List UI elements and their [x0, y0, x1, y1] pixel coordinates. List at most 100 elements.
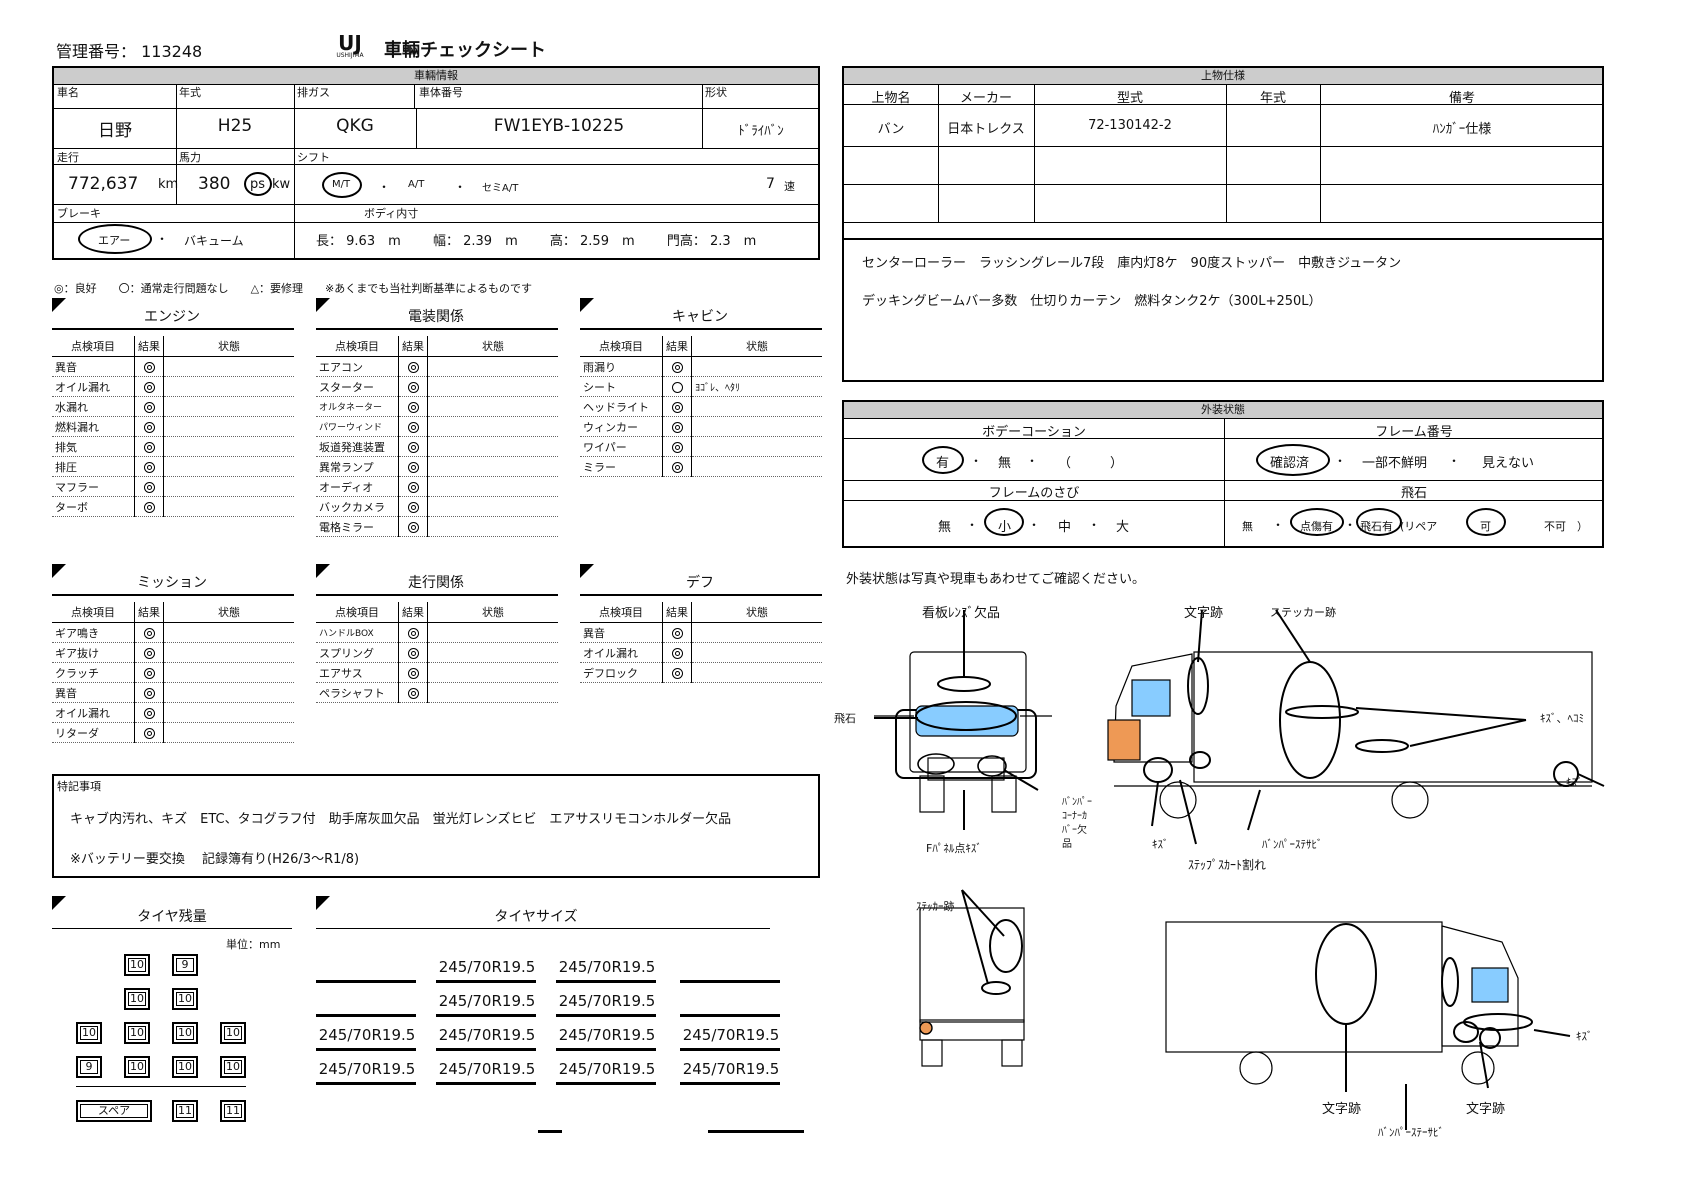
- result-excellent-icon: [143, 441, 155, 453]
- tire-remain-marker-icon: [52, 896, 66, 910]
- annot-chip: 飛石: [834, 712, 856, 725]
- annot-dent: ｷｽﾞ、ﾍｺﾐ: [1540, 712, 1584, 725]
- result-excellent-icon: [671, 461, 683, 473]
- diff-marker-icon: [580, 564, 594, 578]
- tire-r3-1: 10: [76, 1022, 102, 1044]
- tire-size-cell: 245/70R19.5: [318, 1026, 416, 1044]
- cabin-title: キャビン: [672, 309, 728, 325]
- upper-line-2: デッキングビームバー多数 仕切りカーテン 燃料タンク2ケ（300L+250L）: [862, 294, 1322, 309]
- table-header: 点検項目結果状態: [316, 602, 558, 623]
- tire-size-cell: 245/70R19.5: [438, 1060, 536, 1078]
- tire-r2-1: 10: [124, 988, 150, 1010]
- table-row: ヘッドライト: [580, 396, 822, 417]
- upper-note: ﾊﾝｶﾞｰ仕様: [1432, 122, 1492, 137]
- tire-size-title: タイヤサイズ: [494, 909, 578, 925]
- running-marker-icon: [316, 564, 330, 578]
- table-row: クラッチ: [52, 662, 294, 683]
- mission-title: ミッション: [137, 575, 207, 591]
- result-excellent-icon: [143, 421, 155, 433]
- annot-fpanel: Fﾊﾟﾈﾙ点ｷｽﾞ: [926, 842, 982, 855]
- tire-unit: 単位：mm: [226, 938, 281, 951]
- result-excellent-icon: [143, 461, 155, 473]
- mgmt-number: 管理番号： 113248: [56, 42, 203, 61]
- engine-marker-icon: [52, 298, 66, 312]
- cabin-marker-icon: [580, 298, 594, 312]
- tire-size-cell: 245/70R19.5: [558, 1060, 656, 1078]
- annot-sticker-2: ｽﾃｯｶｰ跡: [916, 900, 955, 913]
- chip-repair-ok-circle: [1466, 508, 1506, 536]
- result-excellent-icon: [407, 441, 419, 453]
- tire-size-cell: 245/70R19.5: [558, 958, 656, 976]
- result-excellent-icon: [143, 501, 155, 513]
- table-row: ギア抜け: [52, 642, 294, 663]
- result-excellent-icon: [143, 401, 155, 413]
- table-row: オイル漏れ: [52, 376, 294, 397]
- result-excellent-icon: [407, 501, 419, 513]
- result-excellent-icon: [143, 727, 155, 739]
- table-row: 燃料漏れ: [52, 416, 294, 437]
- table-row: ペラシャフト: [316, 682, 558, 703]
- table-row: ウィンカー: [580, 416, 822, 437]
- upper-model: 72-130142-2: [1088, 118, 1172, 133]
- table-header: 点検項目結果状態: [52, 336, 294, 357]
- ps-selected-circle: [244, 172, 272, 196]
- tire-r4-4: 10: [220, 1056, 246, 1078]
- vehicle-info-header: 車輛情報: [54, 68, 818, 85]
- company-logo: UJ USHIJIMA: [336, 31, 364, 59]
- tire-size-cell: 245/70R19.5: [438, 1026, 536, 1044]
- upper-maker: 日本トレクス: [947, 122, 1025, 137]
- result-excellent-icon: [407, 481, 419, 493]
- result-excellent-icon: [671, 361, 683, 373]
- result-excellent-icon: [143, 381, 155, 393]
- hp-value: 380: [198, 174, 231, 194]
- spare-2: 11: [220, 1100, 246, 1122]
- front-panel-circle: [917, 753, 955, 775]
- table-row: エアコン: [316, 356, 558, 377]
- result-excellent-icon: [671, 441, 683, 453]
- table-header: 点検項目結果状態: [316, 336, 558, 357]
- upper-spec: 上物仕様 上物名 メーカー 型式 年式 備考 バン 日本トレクス 72-1301…: [842, 66, 1604, 382]
- diff-title: デフ: [686, 575, 714, 591]
- maker-value: 日野: [98, 121, 132, 141]
- upper-line-1: センターローラー ラッシングレール7段 庫内灯8ケ 90度ストッパー 中敷きジュ…: [862, 256, 1402, 271]
- mileage-value: 772,637: [68, 174, 139, 194]
- electric-table: 点検項目結果状態エアコンスターターオルタネーターパワーウィンド坂道発進装置異常ラ…: [316, 336, 558, 537]
- coating-yes-circle: [922, 446, 964, 474]
- result-excellent-icon: [407, 461, 419, 473]
- spare-1: 11: [172, 1100, 198, 1122]
- annot-scratch-2: ｷｽﾞ: [1152, 838, 1169, 851]
- annot-step: ｽﾃｯﾌﾟｽｶｰﾄ割れ: [1188, 858, 1267, 872]
- truck-diagrams: [874, 609, 1605, 1130]
- table-row: ミラー: [580, 456, 822, 477]
- chip-point-circle: [1290, 508, 1344, 536]
- diff-table: 点検項目結果状態異音オイル漏れデフロック: [580, 602, 822, 683]
- emission-value: QKG: [336, 116, 374, 136]
- mission-marker-icon: [52, 564, 66, 578]
- result-excellent-icon: [407, 521, 419, 533]
- result-excellent-icon: [143, 687, 155, 699]
- annot-scratch: ｷｽﾞ: [1566, 776, 1583, 789]
- tire-r3-3: 10: [172, 1022, 198, 1044]
- table-row: 坂道発進装置: [316, 436, 558, 457]
- result-excellent-icon: [143, 627, 155, 639]
- table-row: ギア鳴き: [52, 622, 294, 643]
- annot-signboard: 看板ﾚﾝｽﾞ欠品: [922, 606, 1001, 621]
- tire-r1-1: 10: [124, 954, 150, 976]
- electric-marker-icon: [316, 298, 330, 312]
- result-excellent-icon: [671, 421, 683, 433]
- table-row: パワーウィンド: [316, 416, 558, 437]
- remarks-box: 特記事項 キャブ内汚れ、キズ ETC、タコグラフ付 助手席灰皿欠品 蛍光灯レンズ…: [52, 774, 820, 878]
- table-row: オーディオ: [316, 476, 558, 497]
- body-dimensions: 長： 9.63 m 幅： 2.39 m 高： 2.59 m 門高： 2.3 m: [316, 234, 757, 249]
- table-row: ターボ: [52, 496, 294, 517]
- legend: ◎：良好 〇：通常走行問題なし △：要修理 ※あくまでも当社判断基準によるもので…: [54, 282, 532, 295]
- tire-size-cell: 245/70R19.5: [438, 992, 536, 1010]
- tire-size-cell: 245/70R19.5: [682, 1026, 780, 1044]
- mt-selected-circle: [322, 172, 362, 198]
- result-excellent-icon: [671, 647, 683, 659]
- rust-small-circle: [984, 508, 1024, 536]
- table-row: オイル漏れ: [52, 702, 294, 723]
- remarks-line-1: キャブ内汚れ、キズ ETC、タコグラフ付 助手席灰皿欠品 蛍光灯レンズヒビ エア…: [70, 812, 732, 827]
- table-row: エアサス: [316, 662, 558, 683]
- electric-title: 電装関係: [408, 309, 464, 325]
